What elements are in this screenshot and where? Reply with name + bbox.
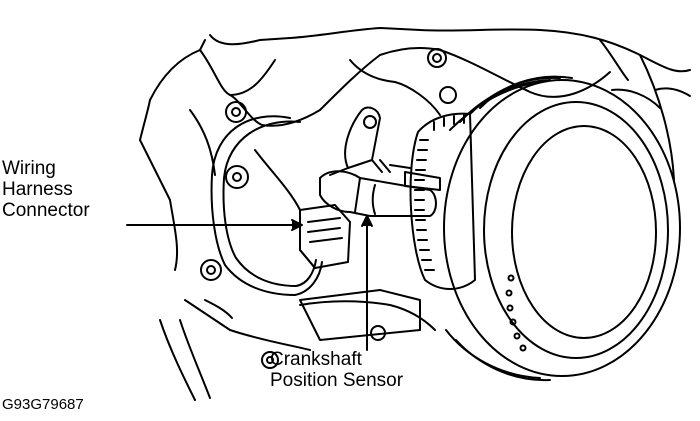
leader-arrow-sensor [361,215,373,227]
figure-id: G93G79687 [2,396,84,413]
leader-lines [126,215,373,351]
label-line-position-sensor: Position Sensor [270,370,404,391]
reluctor-wheel [409,112,476,290]
crankshaft-position-sensor-label: Crankshaft Position Sensor [270,349,403,391]
label-line-wiring: Wiring [2,158,56,179]
engine-block [139,27,691,401]
leader-arrow-connector [291,219,303,231]
bolt-group [200,48,457,369]
sensor-bracket [329,106,381,176]
label-line-harness: Harness [2,179,73,200]
harness-connector-plug [299,204,351,269]
crankshaft-pulley [443,75,681,382]
label-line-connector: Connector [2,200,90,221]
wiring-harness-cable [210,115,323,296]
label-line-crankshaft: Crankshaft [270,349,362,370]
wiring-harness-connector-label: Wiring Harness Connector [2,158,90,221]
